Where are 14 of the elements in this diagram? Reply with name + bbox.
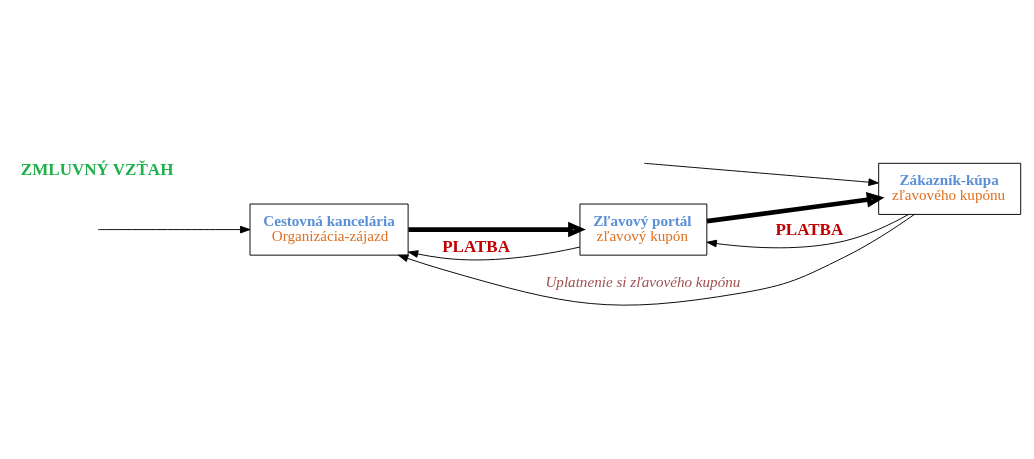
label: ZMLUVNÝ VZŤAH xyxy=(20,159,174,179)
arrow xyxy=(706,213,909,248)
edge-label: PLATBA xyxy=(442,236,511,256)
arrow xyxy=(643,162,879,186)
arrow xyxy=(408,221,586,237)
arrow xyxy=(397,213,915,306)
node-box: Zľavový portál zľavový kupón xyxy=(579,203,708,256)
node-box: Zákazník-kúpa zľavového kupónu xyxy=(878,162,1022,215)
arrow xyxy=(407,246,581,260)
arrow xyxy=(97,225,251,233)
arrow xyxy=(706,191,885,224)
edge-label: PLATBA xyxy=(775,219,844,239)
node-box: Cestovná kancelária Organizácia-zájazd xyxy=(249,203,409,256)
edge-label: Uplatnenie si zľavového kupónu xyxy=(545,273,741,290)
